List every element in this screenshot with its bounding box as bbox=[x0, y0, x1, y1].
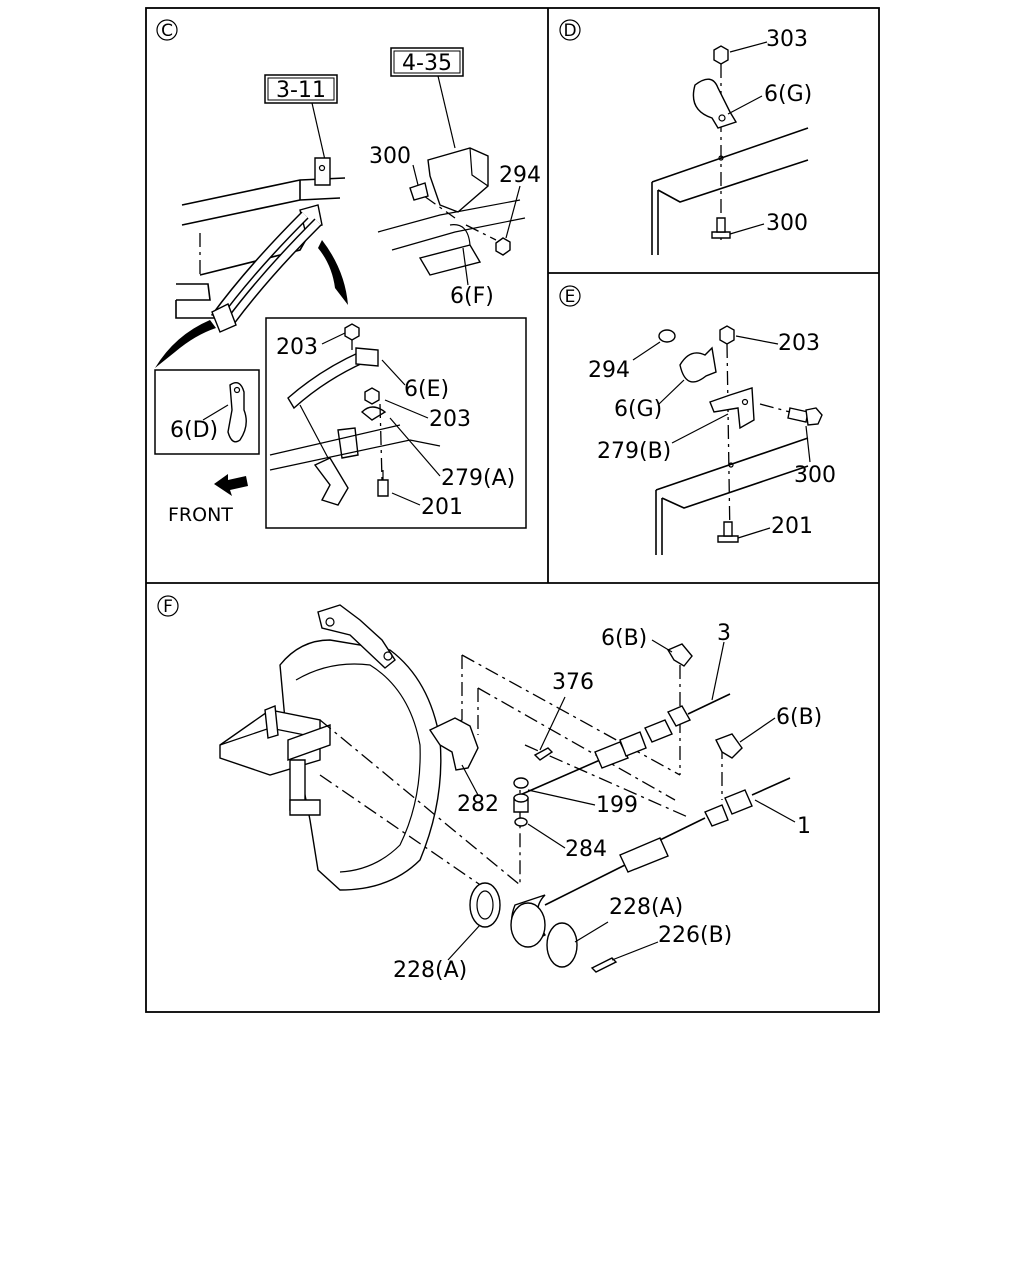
hose-c bbox=[210, 211, 322, 333]
front-indicator: FRONT bbox=[168, 474, 248, 526]
label-6f: 6(F) bbox=[450, 284, 494, 309]
panel-f: F bbox=[157, 595, 822, 983]
panel-e-id: E bbox=[565, 287, 576, 307]
label-303: 303 bbox=[766, 27, 808, 52]
ref-4-35-label: 4-35 bbox=[402, 51, 452, 76]
bracket-4-35 bbox=[377, 147, 526, 276]
label-201-e: 201 bbox=[771, 514, 813, 539]
cable-3 bbox=[519, 693, 731, 796]
label-front: FRONT bbox=[168, 504, 233, 526]
leaders-f bbox=[447, 639, 796, 961]
label-300-d: 300 bbox=[766, 211, 808, 236]
label-6b-lower: 6(B) bbox=[776, 705, 822, 730]
label-376: 376 bbox=[552, 670, 594, 695]
ref-3-11-label: 3-11 bbox=[276, 78, 326, 103]
label-6g-d: 6(G) bbox=[764, 82, 812, 107]
cable-1 bbox=[544, 777, 791, 906]
label-199: 199 bbox=[596, 793, 638, 818]
panel-e: E 294 203 6(G) 279(B) 300 201 bbox=[559, 285, 836, 555]
label-226b: 226(B) bbox=[658, 923, 732, 948]
panel-c-id: C bbox=[161, 21, 173, 41]
label-6d: 6(D) bbox=[170, 418, 218, 443]
label-201-c: 201 bbox=[421, 495, 463, 520]
frame-rail-c bbox=[175, 157, 346, 319]
label-3: 3 bbox=[717, 621, 731, 646]
label-203-e: 203 bbox=[778, 331, 820, 356]
label-203-c-top: 203 bbox=[276, 335, 318, 360]
label-300-e: 300 bbox=[794, 463, 836, 488]
panel-d-marker: D bbox=[559, 19, 581, 41]
panel-e-marker: E bbox=[559, 285, 581, 307]
label-228a-right: 228(A) bbox=[609, 895, 683, 920]
transmission-housing bbox=[219, 604, 442, 891]
label-294-e: 294 bbox=[588, 358, 630, 383]
disc-228a-right bbox=[546, 922, 578, 968]
panel-d-id: D bbox=[563, 21, 576, 41]
disc-228a-mid bbox=[510, 902, 546, 948]
label-203-c-mid: 203 bbox=[429, 407, 471, 432]
panel-f-marker: F bbox=[157, 595, 179, 617]
label-6b-upper: 6(B) bbox=[601, 626, 647, 651]
panel-d: D 303 6(G) 300 bbox=[559, 19, 812, 255]
label-279b: 279(B) bbox=[597, 439, 671, 464]
ref-box-4-35: 4-35 bbox=[390, 47, 464, 77]
label-228a-left: 228(A) bbox=[393, 958, 467, 983]
panel-c: C 3-11 4-35 bbox=[154, 19, 541, 529]
lever-282 bbox=[428, 717, 479, 771]
label-1: 1 bbox=[797, 814, 811, 839]
label-300-c: 300 bbox=[369, 144, 411, 169]
detail-inset-c bbox=[265, 317, 527, 529]
label-284: 284 bbox=[565, 837, 607, 862]
detail-6d: 6(D) bbox=[154, 369, 260, 455]
panel-frames bbox=[145, 7, 880, 1013]
label-294-c: 294 bbox=[499, 163, 541, 188]
ref-box-3-11: 3-11 bbox=[264, 74, 338, 104]
label-279a: 279(A) bbox=[441, 466, 515, 491]
label-282: 282 bbox=[457, 792, 499, 817]
label-6e: 6(E) bbox=[404, 377, 449, 402]
label-6g-e: 6(G) bbox=[614, 397, 662, 422]
panel-c-marker: C bbox=[156, 19, 178, 41]
disc-228a-left bbox=[469, 882, 501, 928]
panel-f-id: F bbox=[163, 597, 173, 617]
